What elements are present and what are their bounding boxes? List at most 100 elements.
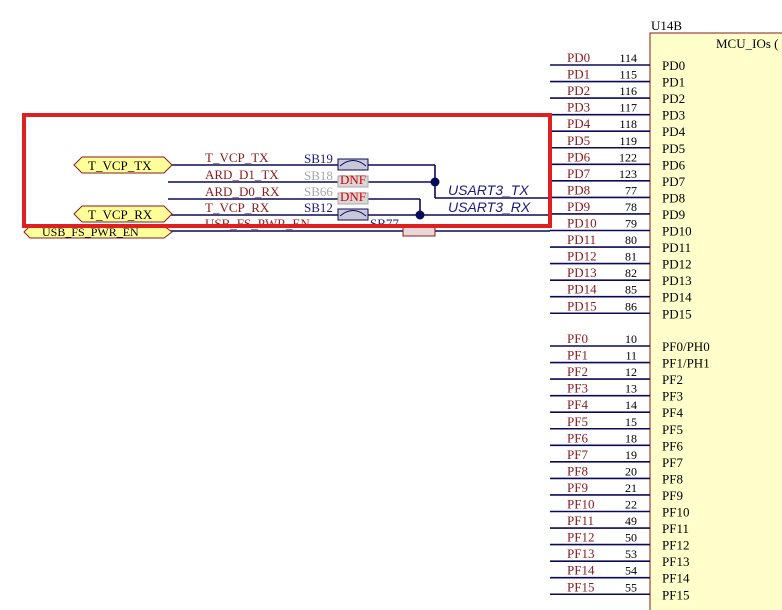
pin-net-name: PF15 — [567, 579, 594, 594]
pin-number: 77 — [625, 183, 637, 197]
pin-port-name: PF14 — [662, 571, 690, 586]
pin-number: 11 — [625, 349, 637, 363]
port-usb-fs-pwr-en-label: USB_FS_PWR_EN — [42, 225, 139, 239]
pin-number: 118 — [619, 117, 637, 131]
pin-net-name: PD3 — [567, 100, 590, 115]
pin-number: 10 — [625, 332, 637, 346]
chip-designator: U14B — [651, 18, 682, 33]
pin-number: 55 — [625, 580, 637, 594]
label-dnf-1: DNF — [340, 172, 366, 187]
pin-port-name: PD11 — [662, 240, 691, 255]
pin-number: 13 — [625, 382, 637, 396]
pin-port-name: PD15 — [662, 306, 692, 321]
pin-port-name: PD9 — [662, 207, 685, 222]
pin-number: 119 — [619, 134, 637, 148]
pin-number: 82 — [625, 266, 637, 280]
pin-number: 115 — [619, 68, 637, 82]
solder-bridge-sb18[interactable] — [337, 175, 369, 188]
solder-bridge-sb12[interactable] — [337, 208, 369, 221]
solder-bridge-sb19[interactable] — [337, 158, 369, 171]
pin-net-name: PD7 — [567, 166, 591, 181]
pin-number: 80 — [625, 233, 637, 247]
pin-number: 85 — [625, 283, 637, 297]
pin-number: 122 — [619, 150, 637, 164]
pin-port-name: PF4 — [662, 405, 683, 420]
pin-net-name: PF13 — [567, 546, 594, 561]
pin-net-name: PF8 — [567, 463, 588, 478]
pin-net-name: PD2 — [567, 83, 590, 98]
pin-net-name: PF10 — [567, 497, 594, 512]
port-t-vcp-tx[interactable]: T_VCP_TX — [73, 156, 173, 174]
port-t-vcp-rx[interactable]: T_VCP_RX — [73, 205, 173, 223]
chip-body — [649, 32, 782, 610]
pin-number: 123 — [619, 167, 637, 181]
pin-net-name: PF11 — [567, 513, 594, 528]
net-label-usb-fs-pwr-en: USB_FS_PWR_EN — [205, 216, 310, 231]
pin-number: 78 — [625, 200, 637, 214]
pin-port-name: PF7 — [662, 455, 683, 470]
pin-net-name: PF0 — [567, 331, 588, 346]
solder-bridge-sb66[interactable] — [337, 192, 369, 205]
pin-net-name: PF2 — [567, 364, 588, 379]
pin-number: 86 — [625, 299, 637, 313]
pin-net-name: PD15 — [567, 298, 597, 313]
pin-number: 14 — [625, 398, 637, 412]
usart3-rx-label: USART3_RX — [448, 199, 531, 215]
pin-net-name: PF4 — [567, 397, 588, 412]
pin-port-name: PF10 — [662, 505, 689, 520]
pin-net-name: PF5 — [567, 414, 588, 429]
pin-net-name: PD10 — [567, 216, 597, 231]
pin-port-name: PF1/PH1 — [662, 356, 710, 371]
pin-number: 116 — [619, 84, 637, 98]
pin-net-name: PD9 — [567, 199, 590, 214]
pin-net-name: PD14 — [567, 282, 597, 297]
pin-number: 114 — [619, 51, 637, 65]
label-sb77: SB77 — [370, 216, 399, 231]
pin-port-name: PD14 — [662, 290, 692, 305]
pin-port-name: PD6 — [662, 157, 686, 172]
pin-number: 15 — [625, 415, 637, 429]
pin-net-name: PF7 — [567, 447, 588, 462]
pin-net-name: PD6 — [567, 149, 591, 164]
port-usb-fs-pwr-en[interactable]: USB_FS_PWR_EN — [23, 225, 173, 239]
junction-dot-tx — [430, 177, 440, 187]
pin-port-name: PD13 — [662, 273, 692, 288]
pin-net-name: PD1 — [567, 67, 590, 82]
pin-number: 79 — [625, 217, 637, 231]
highlight-box — [22, 113, 552, 228]
chip-title: MCU_IOs ( — [716, 36, 778, 51]
port-t-vcp-tx-label: T_VCP_TX — [88, 158, 152, 173]
pin-port-name: PF15 — [662, 587, 689, 602]
pin-number: 19 — [625, 448, 637, 462]
net-label-t-vcp-rx: T_VCP_RX — [205, 200, 270, 215]
pin-port-name: PD10 — [662, 224, 692, 239]
pin-number: 18 — [625, 431, 637, 445]
pin-port-name: PD5 — [662, 141, 685, 156]
label-sb12: SB12 — [304, 200, 333, 215]
pin-number: 22 — [625, 498, 637, 512]
pin-port-name: PD4 — [662, 124, 686, 139]
pin-number: 49 — [625, 514, 637, 528]
pin-port-name: PD3 — [662, 108, 685, 123]
pin-port-name: PF9 — [662, 488, 683, 503]
pin-port-name: PF6 — [662, 438, 683, 453]
pin-port-name: PD12 — [662, 257, 692, 272]
